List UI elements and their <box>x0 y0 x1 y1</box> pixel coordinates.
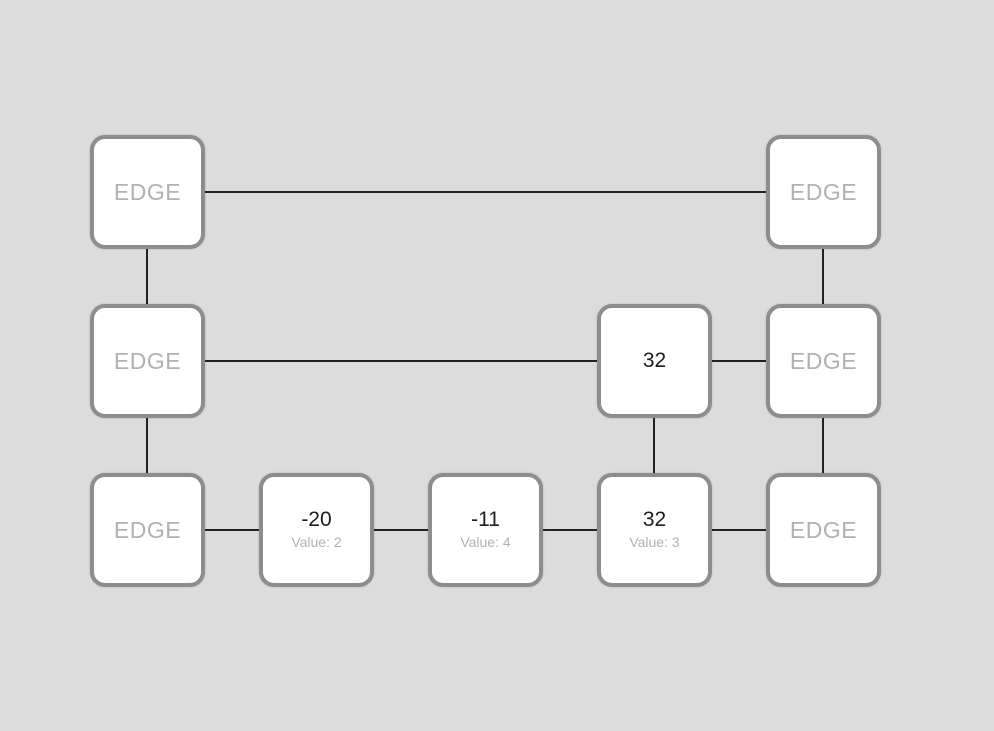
value-node-r1c3[interactable]: 32 <box>597 304 712 418</box>
node-sub-value: Value: 2 <box>291 534 342 551</box>
connector-r1c3-r2c3 <box>653 418 655 473</box>
connector-r2c1-r2c2 <box>374 529 428 531</box>
edge-node-label: EDGE <box>789 516 858 543</box>
value-node-r2c3[interactable]: 32 Value: 3 <box>597 473 712 587</box>
connector-r2c2-r2c3 <box>543 529 597 531</box>
node-value: 32 <box>642 348 667 372</box>
connector-r1c0-r1c3 <box>205 360 597 362</box>
edge-node-r1c4: EDGE <box>766 304 881 418</box>
connector-r0c0-r0c4 <box>205 191 766 193</box>
edge-node-r2c4: EDGE <box>766 473 881 587</box>
edge-node-r2c0: EDGE <box>90 473 205 587</box>
connector-r0c4-r1c4 <box>822 249 824 304</box>
value-node-r2c2[interactable]: -11 Value: 4 <box>428 473 543 587</box>
node-value: 32 <box>642 508 667 532</box>
edge-node-r1c0: EDGE <box>90 304 205 418</box>
connector-r0c0-r1c0 <box>146 249 148 304</box>
edge-node-label: EDGE <box>789 178 858 205</box>
edge-node-label: EDGE <box>113 178 182 205</box>
connector-r1c4-r2c4 <box>822 418 824 473</box>
edge-node-label: EDGE <box>113 516 182 543</box>
edge-node-r0c0: EDGE <box>90 135 205 249</box>
connector-r1c3-r1c4 <box>712 360 766 362</box>
node-value: -11 <box>471 508 500 532</box>
connector-r1c0-r2c0 <box>146 418 148 473</box>
node-sub-value: Value: 3 <box>629 534 680 551</box>
edge-node-r0c4: EDGE <box>766 135 881 249</box>
connector-r2c0-r2c1 <box>205 529 259 531</box>
value-node-r2c1[interactable]: -20 Value: 2 <box>259 473 374 587</box>
edge-node-label: EDGE <box>789 347 858 374</box>
edge-node-label: EDGE <box>113 347 182 374</box>
node-value: -20 <box>301 508 332 532</box>
node-sub-value: Value: 4 <box>460 534 511 551</box>
connector-r2c3-r2c4 <box>712 529 766 531</box>
